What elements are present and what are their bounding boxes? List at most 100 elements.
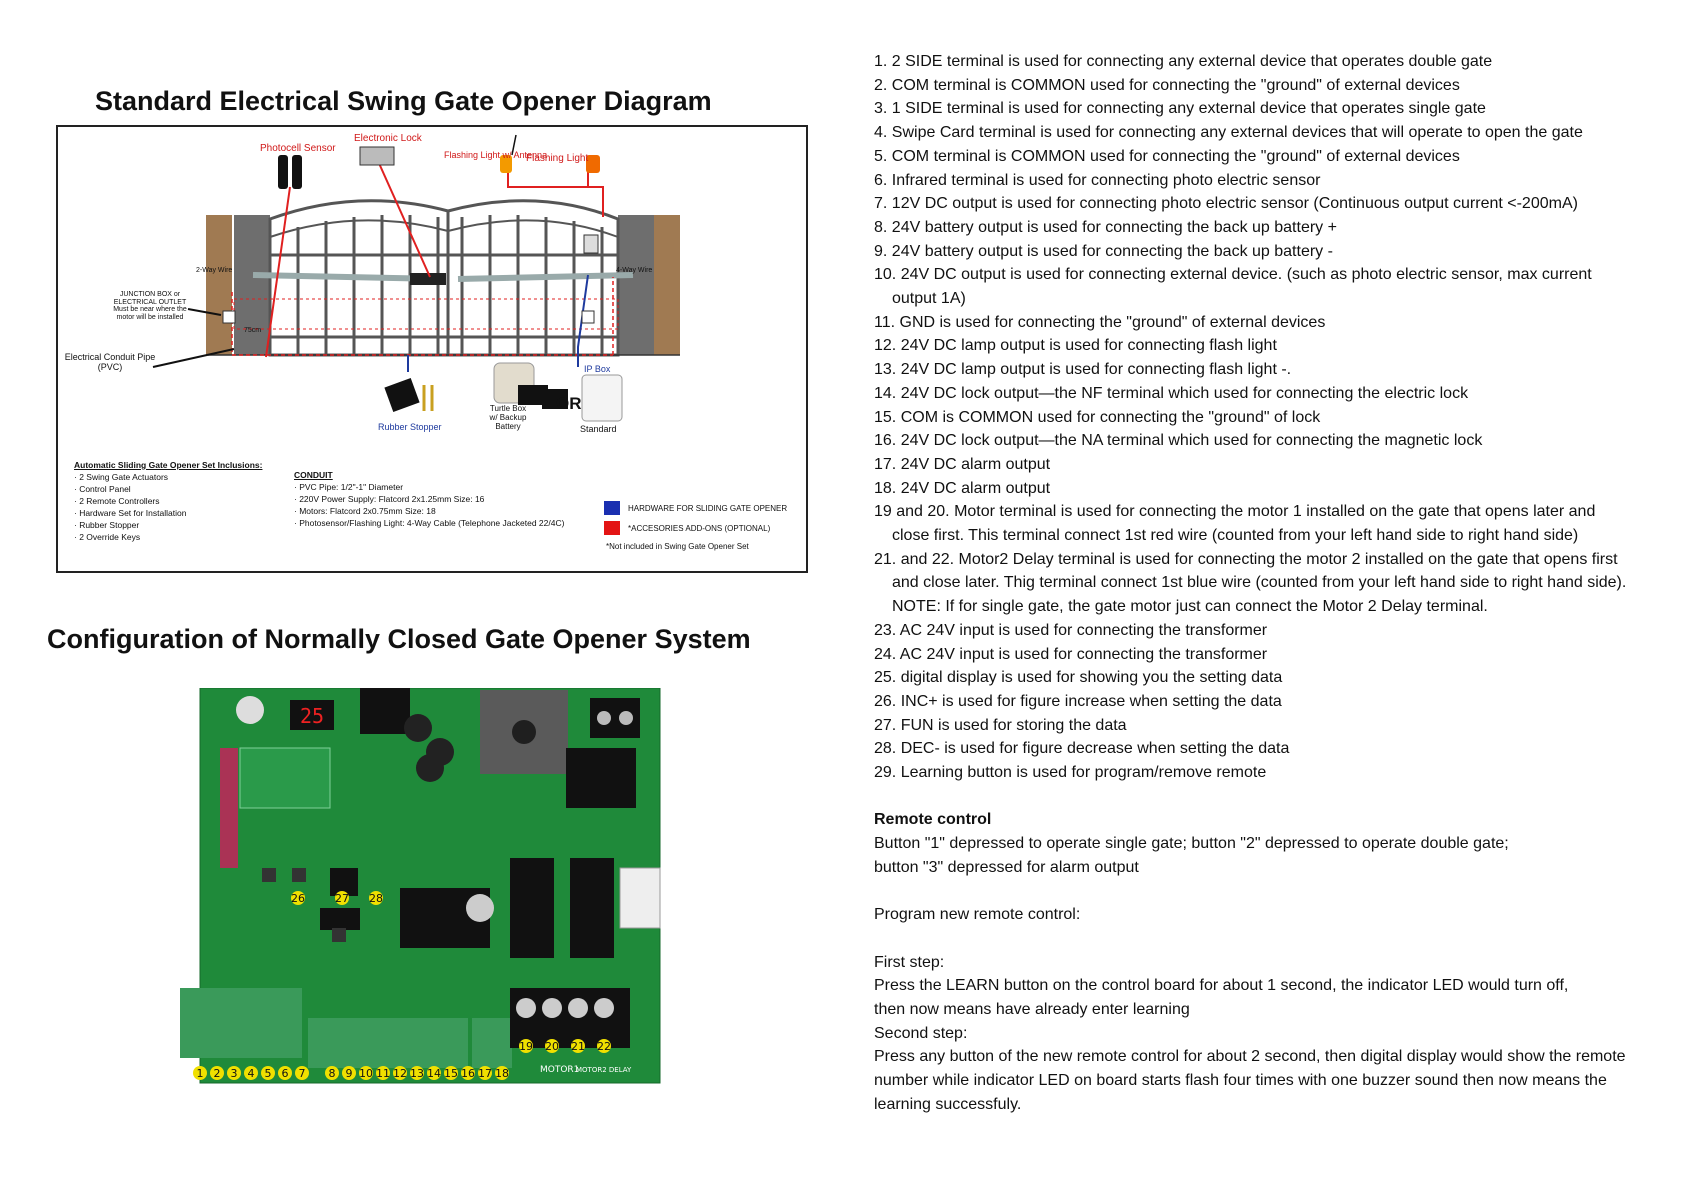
photocell-left: [278, 155, 288, 189]
step2-title: Second step:: [874, 1024, 968, 1042]
flash-antenna-lamp: [500, 155, 512, 173]
lock-unit: [410, 273, 446, 285]
diagram-title: Standard Electrical Swing Gate Opener Di…: [95, 86, 712, 116]
wire-left-label: 2-Way Wire: [196, 267, 233, 274]
instruction-item: 27. FUN is used for storing the data: [874, 716, 1127, 734]
instruction-item: 26. INC+ is used for figure increase whe…: [874, 692, 1282, 710]
ipbox-label: IP Box: [584, 364, 611, 374]
flash-lamp: [586, 155, 600, 173]
instruction-item: 7. 12V DC output is used for connecting …: [874, 195, 1578, 213]
terminal-number: 5: [265, 1067, 272, 1080]
conduit-item: · Motors: Flatcord 2x0.75mm Size: 18: [294, 506, 436, 516]
motor-number: 20: [545, 1040, 559, 1053]
terminal-number: 18: [495, 1067, 509, 1080]
terminal-number: 3: [231, 1067, 238, 1080]
instruction-item: 2. COM terminal is COMMON used for conne…: [874, 76, 1460, 94]
stopper-label: Rubber Stopper: [378, 422, 442, 432]
instruction-item: 25. digital display is used for showing …: [874, 669, 1283, 687]
terminal-number: 13: [410, 1067, 424, 1080]
inclusions-header: Automatic Sliding Gate Opener Set Inclus…: [74, 460, 263, 470]
terminal-number: 15: [444, 1067, 458, 1080]
gate-diagram-drawing: [152, 134, 680, 422]
button-number: 28: [369, 892, 383, 905]
legend-label: *ACCESORIES ADD-ONS (OPTIONAL): [628, 523, 771, 533]
step1-title: First step:: [874, 953, 945, 971]
control-board-drawing: 25 1 2 3 4 5 6 7: [180, 687, 661, 1084]
instruction-item: 10. 24V DC output is used for connecting…: [874, 266, 1592, 284]
terminal-number: 8: [329, 1067, 336, 1080]
photocell-right: [292, 155, 302, 189]
motor2-label: MOTOR2 DELAY: [576, 1066, 632, 1074]
instruction-item: 23. AC 24V input is used for connecting …: [874, 621, 1268, 639]
control-board-image: 25 1 2 3 4 5 6 7: [180, 687, 680, 1088]
instruction-item: 8. 24V battery output is used for connec…: [874, 218, 1337, 236]
motor-terminal: [510, 988, 630, 1048]
step1-line: then now means have already enter learni…: [874, 1001, 1190, 1019]
legend-hardware: HARDWARE FOR SLIDING GATE OPENER: [604, 501, 787, 515]
terminal-number: 9: [346, 1067, 353, 1080]
buried-cable: [231, 277, 614, 356]
instruction-item: 1. 2 SIDE terminal is used for connectin…: [874, 53, 1493, 70]
digital-display: [290, 700, 334, 730]
instruction-item: 5. COM terminal is COMMON used for conne…: [874, 147, 1460, 165]
junction-label: JUNCTION BOX or ELECTRICAL OUTLET Must b…: [113, 291, 187, 322]
instruction-item: 29. Learning button is used for program/…: [874, 764, 1267, 782]
heatsink: [360, 688, 410, 734]
instruction-item: 24. AC 24V input is used for connecting …: [874, 645, 1268, 663]
instruction-item: 9. 24V battery output is used for connec…: [874, 242, 1333, 260]
instruction-item: 21. and 22. Motor2 Delay terminal is use…: [874, 550, 1618, 568]
wire-right-label: 4-Way Wire: [616, 267, 653, 274]
legend-swatch-blue: [604, 501, 620, 515]
pcb-title: Configuration of Normally Closed Gate Op…: [47, 624, 751, 654]
right-actuator: [457, 272, 634, 282]
left-wall: [206, 215, 232, 355]
terminal-numbers: 1 2 3 4 5 6 7 8 9 10 11 12 13 14 15 16 1…: [193, 1066, 509, 1080]
inclusion-item: · 2 Swing Gate Actuators: [74, 472, 169, 482]
instruction-item: 19 and 20. Motor terminal is used for co…: [874, 503, 1596, 521]
instruction-item: 4. Swipe Card terminal is used for conne…: [874, 124, 1583, 142]
inclusion-item: · Hardware Set for Installation: [74, 508, 187, 518]
elock-label: Electronic Lock: [354, 133, 422, 144]
capacitor: [236, 696, 264, 724]
terminal-number: 12: [393, 1067, 407, 1080]
terminal-number: 2: [214, 1067, 221, 1080]
rubber-stopper-img: [384, 377, 420, 413]
button-number: 26: [291, 892, 305, 905]
turtle-label: Turtle Box w/ Backup Battery: [489, 404, 527, 431]
remote-line: button "3" depressed for alarm output: [874, 858, 1139, 876]
motor-numbers: 19 20 21 22: [519, 1039, 611, 1053]
gate-diagram: Photocell Sensor Electronic Lock Flashin…: [56, 125, 808, 573]
instruction-item: 12. 24V DC lamp output is used for conne…: [874, 337, 1277, 355]
conduit-label: Electrical Conduit Pipe (PVC): [64, 352, 156, 372]
motor-number: 22: [597, 1040, 611, 1053]
left-pillar: [234, 215, 270, 355]
ip-box-img: [581, 374, 623, 422]
terminal-block-mid: [308, 1018, 468, 1068]
instruction-item: 13. 24V DC lamp output is used for conne…: [874, 361, 1292, 379]
terminal-number: 7: [299, 1067, 306, 1080]
instruction-continuation: close first. This terminal connect 1st r…: [892, 527, 1579, 545]
or-label: OR: [556, 394, 582, 413]
terminal-block-left: [180, 988, 302, 1058]
instruction-item: 15. COM is COMMON used for connecting th…: [874, 408, 1321, 426]
gate-bars: [296, 215, 604, 355]
depth-label: 75cm: [244, 327, 262, 334]
inclusion-item: · Rubber Stopper: [74, 520, 140, 530]
display-value: 25: [300, 704, 324, 728]
motor-number: 19: [519, 1040, 533, 1053]
step2-line: Press any button of the new remote contr…: [874, 1048, 1626, 1066]
instruction-item: 11. GND is used for connecting the "grou…: [874, 313, 1326, 331]
right-gate-leaf: [446, 199, 620, 357]
standard-label: Standard: [580, 424, 617, 434]
inclusions-list: Automatic Sliding Gate Opener Set Inclus…: [74, 459, 262, 543]
remote-line: Button "1" depressed to operate single g…: [874, 835, 1509, 853]
terminal-number: 1: [197, 1067, 204, 1080]
motor-number: 21: [571, 1040, 585, 1053]
legend-label: HARDWARE FOR SLIDING GATE OPENER: [628, 503, 788, 513]
legend-note: *Not included in Swing Gate Opener Set: [606, 542, 749, 551]
button-numbers: 26 27 28: [291, 891, 383, 905]
terminal-number: 11: [376, 1067, 390, 1080]
terminal-number: 16: [461, 1067, 475, 1080]
conduit-item: · Photosensor/Flashing Light: 4-Way Cabl…: [294, 518, 565, 528]
terminal-block-alarm: [472, 1018, 512, 1068]
